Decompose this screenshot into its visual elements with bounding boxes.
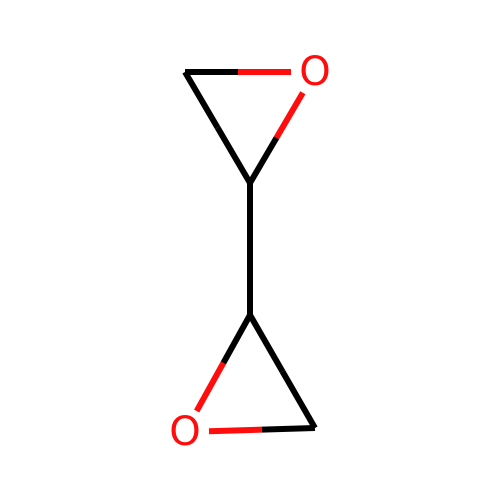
bond-half (247, 313, 286, 373)
bond-half (247, 136, 280, 185)
bond-half (214, 125, 253, 185)
bond-C2-C1 (182, 70, 253, 185)
atoms-layer: OO (169, 49, 330, 455)
bond-C3-O2 (194, 313, 253, 413)
atom-label-o1: O (299, 49, 330, 95)
bond-half (273, 91, 306, 140)
atom-label-o2: O (169, 409, 200, 455)
bond-O2-C4 (208, 425, 316, 435)
bond-half (208, 426, 263, 435)
bond-half (182, 70, 221, 130)
bond-half (194, 361, 226, 413)
bond-C4-C3 (247, 313, 318, 430)
bonds-layer (182, 69, 318, 435)
bond-half (261, 425, 316, 433)
bond-O1-C2 (247, 91, 306, 185)
bond-half (279, 370, 318, 430)
bond-half (220, 313, 253, 365)
